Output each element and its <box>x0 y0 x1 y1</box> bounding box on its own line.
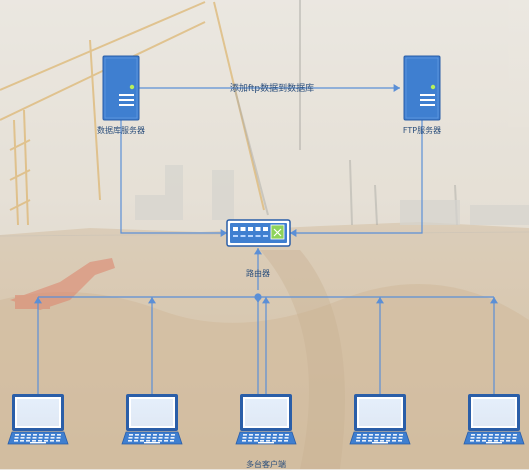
laptop-icon <box>235 394 297 445</box>
arrowhead <box>393 84 400 92</box>
laptop-icon <box>349 394 411 445</box>
router-icon <box>226 219 291 247</box>
edge-ftp-router <box>290 120 423 234</box>
server-icon <box>403 55 441 121</box>
arrowhead <box>220 229 227 237</box>
arrowhead <box>262 297 270 304</box>
edge-db-router <box>120 120 227 234</box>
arrowhead <box>290 229 297 237</box>
server-icon <box>102 55 140 121</box>
clients-label: 多台客户端 <box>246 460 286 469</box>
laptop-icon <box>463 394 525 445</box>
arrowhead <box>254 296 262 303</box>
arrowhead <box>490 297 498 304</box>
arrowhead <box>254 248 262 255</box>
laptop-icon <box>7 394 69 445</box>
arrowhead <box>34 297 42 304</box>
connection-lines <box>34 84 498 394</box>
edge-label-db-ftp: 添加ftp数据到数据库 <box>229 84 315 94</box>
ftp-server-label: FTP服务器 <box>402 126 442 135</box>
laptop-icon <box>121 394 183 445</box>
db-server-label: 数据库服务器 <box>97 126 145 135</box>
arrowhead <box>376 297 384 304</box>
router-label: 路由器 <box>246 269 270 278</box>
arrowhead <box>148 297 156 304</box>
